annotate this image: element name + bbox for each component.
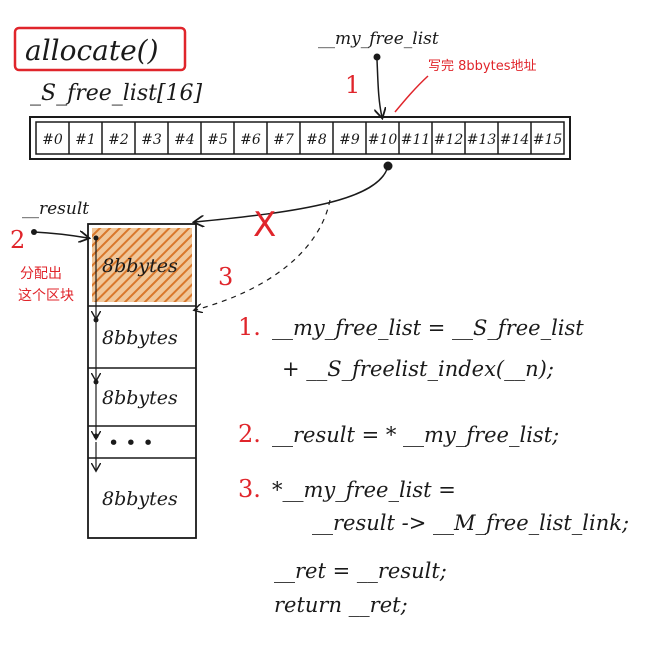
result-label: __result [22,199,89,219]
step-marker-1: 1 [345,71,360,99]
array-cell-4: #4 [174,132,195,148]
array-cell-11: #11 [401,132,431,148]
chunk-label-1: 8bbytes [102,327,178,349]
array-cell-13: #13 [467,132,497,148]
steps-group: 1. __my_free_list = __S_free_list + __S_fr… [238,313,629,617]
annotation-left-2: 这个区块 [18,287,74,304]
title-text: allocate() [25,34,159,67]
my-free-list-arrow [377,59,382,117]
result-arrow [33,232,88,238]
chunk-outline [87,223,197,539]
array-label: _S_free_list[16] [30,81,203,106]
step-3-line-2: __result -> __M_free_list_link; [312,511,629,535]
step-1-line-1: __my_free_list = __S_free_list [272,316,584,340]
array-cell-7: #7 [273,132,294,148]
old-link-arrow [195,165,389,222]
array-cell-10: #10 [368,132,398,148]
cross-mark: X [253,205,276,245]
step-marker-2: 2 [10,226,25,254]
array-cell-6: #6 [240,132,261,148]
allocated-chunk-hatch [92,228,192,302]
annotation-top: 写完 8bbytes地址 [428,59,536,74]
array-cell-5: #5 [207,132,228,148]
step-number-1: 1. [238,313,261,341]
my-free-list-pointer-dot [373,53,381,61]
chunk-link-dot [93,317,99,323]
my-free-list-label: __my_free_list [318,29,439,49]
array-cell-2: #2 [108,132,129,148]
step-marker-3: 3 [218,263,233,291]
array-cell-15: #15 [533,132,563,148]
chunk-list: 8bbytes 8bbytes 8bbytes • • • 8bbytes [87,223,197,539]
tail-line-1: return __ret; [274,593,408,617]
annotation-left-1: 分配出 [20,266,62,282]
chunk-link-dot [93,235,99,241]
array-cell-9: #9 [339,132,360,148]
annotation-arrow [394,75,429,113]
step-1-line-2: + __S_freelist_index(__n); [282,357,554,381]
chunk-label-0: 8bbytes [102,255,178,277]
array-cell-3: #3 [141,132,162,148]
step-number-3: 3. [238,475,261,503]
array-cell-1: #1 [75,132,96,148]
chunk-label-2: 8bbytes [102,387,178,409]
chunk-label-4: 8bbytes [102,488,178,510]
chunk-label-3: • • • [108,432,154,454]
array-cell-8: #8 [306,132,327,148]
array-cell-14: #14 [500,132,530,148]
chunk-link-dot [93,433,99,439]
array-cell-0: #0 [42,132,63,148]
step-number-2: 2. [238,420,261,448]
tail-line-0: __ret = __result; [274,559,447,583]
step-2-line-1: __result = * __my_free_list; [272,423,559,447]
title-box [13,26,187,72]
free-list-array: #0 #1 #2 #3 #4 #5 #6 #7 #8 #9 #10#11#12#13#14#15 [29,116,571,160]
new-link-dashed [195,199,331,310]
chunk-link-dot [93,379,99,385]
step-3-line-1: *__my_free_list = [272,478,456,502]
array-cell-12: #12 [434,132,464,148]
